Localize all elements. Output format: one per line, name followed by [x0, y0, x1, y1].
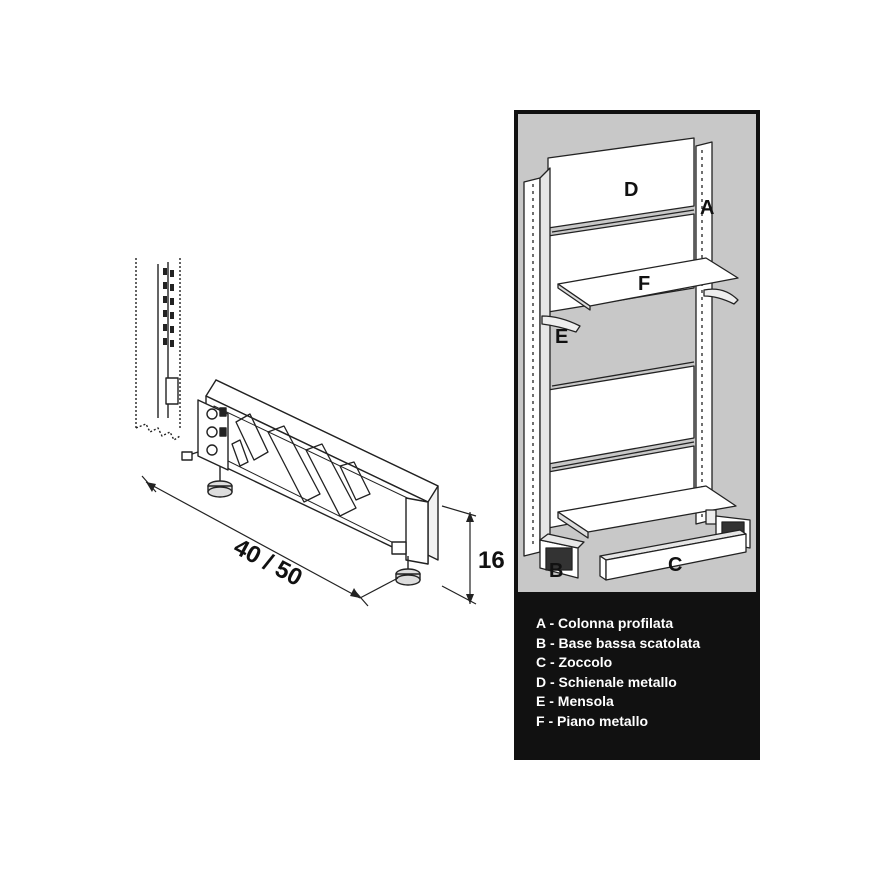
back-panels-d	[547, 137, 695, 529]
levelling-foot-left	[207, 466, 233, 498]
height-dimension-label: 16	[478, 547, 505, 574]
bracket-e	[541, 315, 581, 333]
base-end-cap	[405, 497, 429, 565]
legend-item-f: F - Piano metallo	[536, 712, 649, 729]
base-diagonal-ribs	[231, 413, 371, 517]
shelving-unit-illustration	[523, 137, 751, 581]
legend-item-d: D - Schienale metallo	[536, 673, 677, 690]
label-a: A	[700, 197, 714, 219]
column-slots	[163, 268, 174, 347]
base-assembly-drawing	[135, 258, 439, 586]
plinth-c	[599, 529, 747, 581]
column-upright	[135, 258, 181, 441]
width-dimension	[141, 475, 399, 607]
parts-legend: A - Colonna profilata B - Base bassa sca…	[536, 614, 756, 731]
levelling-foot-right	[395, 556, 421, 586]
label-d: D	[624, 179, 638, 201]
base-side-bracket	[181, 399, 229, 471]
label-e: E	[555, 326, 568, 348]
label-f: F	[638, 273, 650, 295]
legend-item-b: B - Base bassa scatolata	[536, 634, 701, 651]
height-dimension	[441, 505, 477, 605]
label-c: C	[668, 554, 682, 576]
width-dimension-label: 40 / 50	[229, 533, 306, 591]
legend-item-c: C - Zoccolo	[536, 654, 613, 670]
legend-item-e: E - Mensola	[536, 693, 614, 709]
shelf-f-upper	[557, 257, 739, 311]
column-a-left	[523, 167, 551, 557]
legend-item-a: A - Colonna profilata	[536, 615, 674, 631]
label-b: B	[549, 560, 563, 582]
shelf-f-lower	[557, 485, 737, 539]
